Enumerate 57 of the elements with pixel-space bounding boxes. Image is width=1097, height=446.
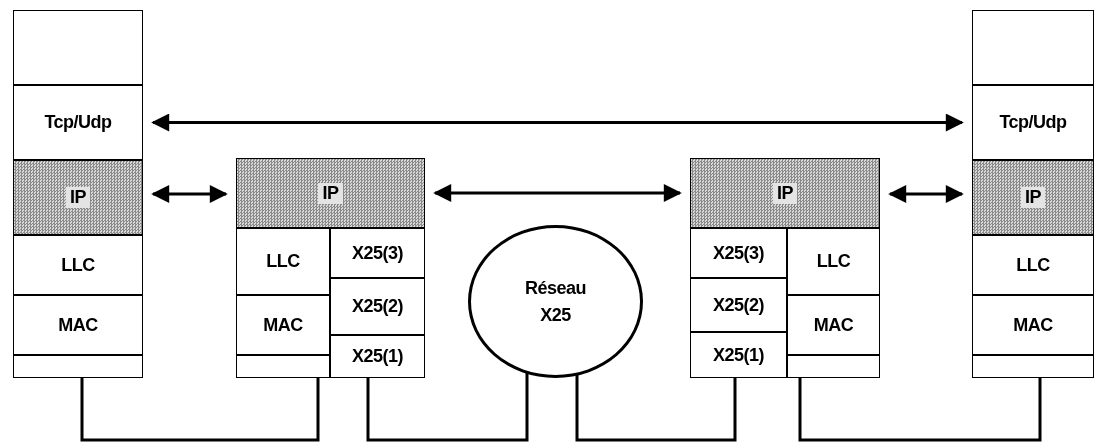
layer-box: [972, 10, 1094, 85]
layer-label: X25(1): [713, 344, 764, 366]
double-arrow: [433, 184, 682, 202]
layer-label: IP: [66, 187, 90, 208]
layer-label: IP: [1021, 187, 1045, 208]
layer-box: [236, 228, 330, 295]
layer-label: LLC: [266, 251, 300, 272]
layer-label: X25(3): [352, 242, 403, 264]
layer-label: Tcp/Udp: [999, 112, 1067, 133]
layer-box: [13, 85, 143, 160]
shaded-layer-box: [13, 160, 143, 235]
layer-box: [236, 355, 330, 378]
layer-box: [330, 228, 425, 278]
double-arrow: [151, 113, 964, 132]
layer-label: Réseau X25: [523, 276, 587, 327]
layer-label: LLC: [61, 254, 95, 276]
layer-box: [13, 295, 143, 355]
layer-box: [236, 295, 330, 355]
layer-box: [787, 228, 880, 295]
double-arrow: [888, 185, 964, 203]
shaded-layer-box: [690, 158, 880, 228]
layer-box: [330, 278, 425, 335]
layer-label: X25(2): [713, 294, 764, 316]
protocol-stack: [690, 158, 880, 378]
protocol-stack: [236, 158, 425, 378]
layer-box: [13, 10, 143, 85]
layer-box: [13, 235, 143, 295]
layer-label: IP: [773, 182, 797, 204]
layer-label: MAC: [1013, 314, 1053, 336]
layer-label: MAC: [58, 314, 98, 336]
layer-box: [690, 278, 787, 332]
protocol-stack: [13, 10, 143, 378]
double-arrow: [151, 185, 228, 203]
layer-label: IP: [318, 182, 343, 204]
layer-label: X25(2): [352, 296, 403, 317]
layer-label: X25(3): [713, 242, 764, 264]
layer-label: LLC: [1016, 254, 1050, 276]
layer-box: [787, 295, 880, 355]
layer-box: [972, 295, 1094, 355]
shaded-layer-box: [236, 158, 425, 228]
layer-label: MAC: [813, 314, 854, 336]
layer-box: [690, 228, 787, 278]
link-line: [80, 378, 320, 442]
layer-box: [787, 355, 880, 378]
layer-label: X25(1): [352, 346, 403, 367]
layer-box: [972, 85, 1094, 160]
layer-label: MAC: [263, 314, 303, 336]
layer-label: Tcp/Udp: [44, 112, 112, 133]
layer-box: [13, 355, 143, 378]
layer-box: [330, 335, 425, 378]
link-line: [798, 378, 1042, 442]
layer-box: [690, 332, 787, 378]
protocol-stack: [972, 10, 1094, 378]
layer-label: LLC: [816, 251, 851, 272]
layer-box: [972, 235, 1094, 295]
layer-box: [972, 355, 1094, 378]
shaded-layer-box: [972, 160, 1094, 235]
